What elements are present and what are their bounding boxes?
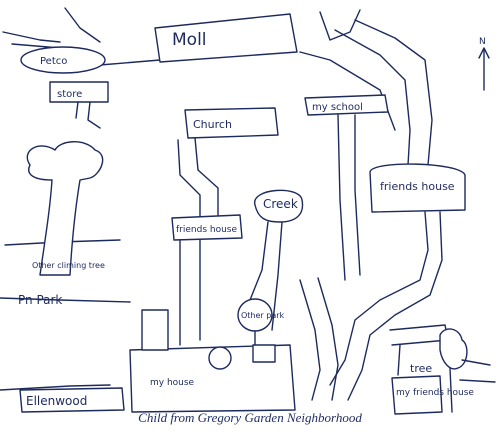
other-park-label: Other park [241,311,285,320]
friends-house-right-label: friends house [380,180,455,193]
road-edge [334,29,411,166]
tree-right-shape [439,328,468,370]
my-house-label: my house [150,378,195,388]
path-line [194,137,219,223]
street-line [459,379,496,383]
friends-house-right-shape [369,163,466,213]
compass-label: N [479,37,486,47]
friends-house-mid-label: friends house [176,225,237,235]
store-label: store [57,89,82,100]
path-line [397,344,401,376]
tree-label: tree [410,362,432,375]
my-friends-house-label: my friends house [396,388,474,398]
store-shape [49,81,109,103]
mall-building [154,13,298,63]
path-line [337,114,346,281]
church-label: Church [193,118,232,131]
ellenwood-label: Ellenwood [26,394,87,408]
path-line [177,139,201,226]
school-label: my school [312,102,363,113]
road-edge [299,51,396,131]
road-edge [299,279,321,401]
road-edge [347,211,443,401]
road-edge [329,211,429,386]
street-line [0,297,131,303]
path-line [354,114,361,276]
path-line [75,101,79,119]
friends-house-mid-shape [171,214,243,241]
path-line [271,221,283,331]
path-line [87,101,101,129]
my-house-lot [129,344,296,413]
my-house-structure [141,309,169,351]
street-line [449,367,453,413]
petco-label: Petco [40,56,67,67]
creek-label: Creek [263,197,298,211]
climbing-tree-label: Other climing tree [32,261,105,270]
street-line [319,9,361,41]
compass-arrow-head [478,47,490,59]
house-marker [208,346,232,370]
climbing-tree-shape [26,141,104,276]
path-line [249,221,269,301]
road-edge [317,277,339,401]
mall-label: Moll [172,30,207,50]
creek-shape [254,189,304,223]
road-edge [354,19,433,166]
street-line [0,384,111,391]
street-line [64,7,101,43]
house-marker-box [252,344,276,363]
church-shape [184,107,279,139]
my-friends-house-shape [391,375,443,415]
map-caption: Child from Gregory Garden Neighborhood [138,410,362,425]
petco-shape [20,46,106,74]
street-line [2,31,61,43]
ellenwood-shape [19,387,125,413]
street-line [461,359,491,366]
park-label: Pn Park [18,293,62,307]
school-shape [304,94,389,116]
street-line [99,59,161,66]
